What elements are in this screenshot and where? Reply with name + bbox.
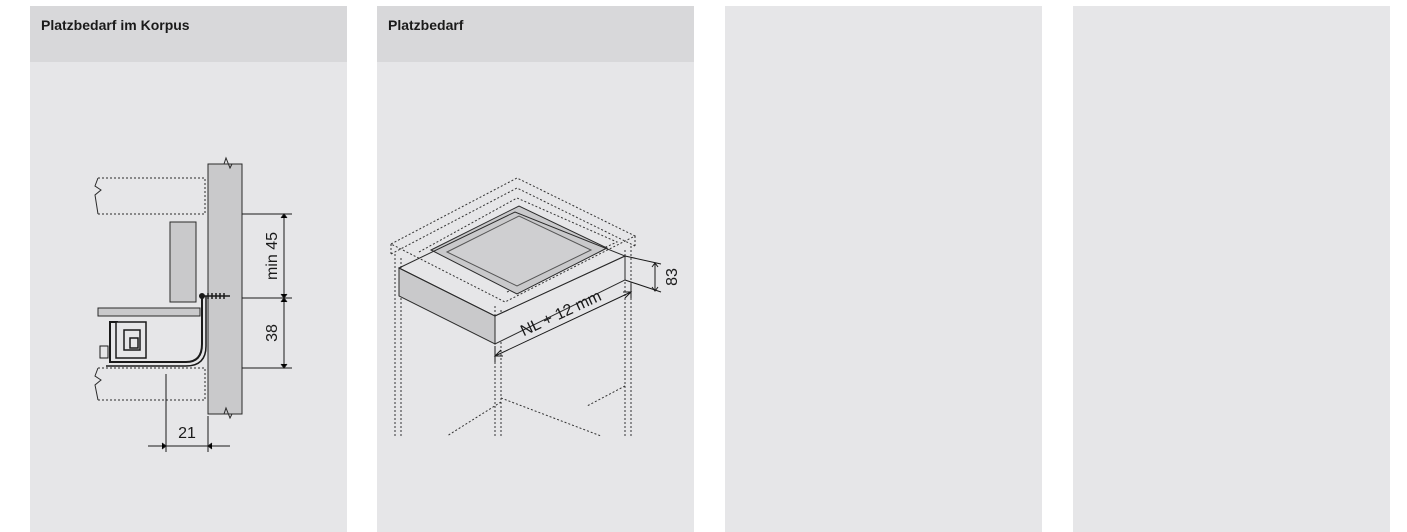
panel-space-requirement: Platzbedarf xyxy=(377,6,694,532)
panel-title xyxy=(1073,6,1390,62)
dim-min-45: min 45 xyxy=(264,232,281,280)
panel-title xyxy=(725,6,1042,62)
cabinet-cross-section-diagram: min 45 38 21 xyxy=(94,156,292,452)
panel-title: Platzbedarf xyxy=(377,6,694,62)
dim-83: 83 xyxy=(664,268,681,286)
panel-title: Platzbedarf im Korpus xyxy=(30,6,347,62)
drawer-isometric-diagram: 83 NL + 12 mm xyxy=(389,177,681,437)
dim-21: 21 xyxy=(178,425,196,442)
panel-empty-3 xyxy=(725,6,1042,532)
dim-38: 38 xyxy=(264,324,281,342)
panel-empty-4 xyxy=(1073,6,1390,532)
panel-cabinet-space: Platzbedarf im Korpus xyxy=(30,6,347,532)
